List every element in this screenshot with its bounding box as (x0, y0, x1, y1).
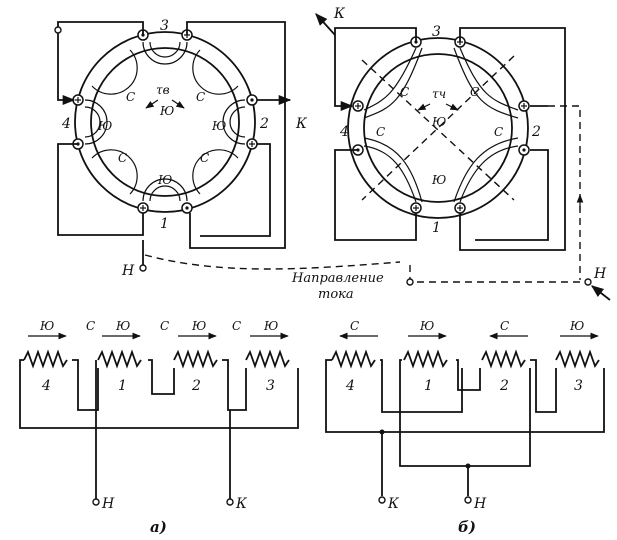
end-terminal-b: К (333, 6, 346, 22)
stator-ring-outer (74, 31, 256, 213)
coil-pole-b: Ю (419, 319, 434, 333)
coil-number-a: 2 (191, 378, 201, 394)
pole-label-b: С (376, 125, 385, 139)
schematic-a: Ю С Ю С Ю С Ю 4 1 2 3 Н К а) (19, 319, 299, 536)
caption-b: б) (458, 518, 476, 536)
coil-pole-a: Ю (263, 319, 278, 333)
coil-pole-a: Ю (191, 319, 206, 333)
connections-b (315, 13, 566, 251)
coil-pole-b: Ю (569, 319, 584, 333)
pole-label-a: С (196, 90, 205, 104)
center-pole-a: Ю (159, 104, 174, 118)
slot-number-a: 4 (61, 116, 71, 132)
pole-label-a: Ю (211, 119, 226, 133)
caption-a: а) (150, 518, 167, 536)
pole-label-a: Ю (97, 119, 112, 133)
start-terminal-b: Н (593, 266, 607, 282)
start-terminal-a: Н (121, 263, 135, 279)
end-terminal-a: К (295, 116, 308, 132)
connections-a (57, 21, 292, 265)
pole-label-a: Ю (157, 173, 172, 187)
coil-number-b: 1 (424, 378, 433, 394)
slot-number-b: 1 (432, 220, 441, 236)
pole-label-a: С (126, 90, 135, 104)
slot-number-b: 3 (432, 24, 441, 40)
ring-pole-b: Ю (431, 173, 446, 187)
bottom-start-b: Н (473, 496, 487, 512)
bottom-end-b: К (387, 496, 400, 512)
center-pole-b: Ю (431, 115, 446, 129)
stator-ring-inner-b (363, 53, 513, 203)
coil-number-a: 1 (118, 378, 127, 394)
coil-pole-b: С (500, 319, 509, 333)
coil-number-b: 3 (574, 378, 583, 394)
flux-lines-b (363, 47, 519, 203)
coil-number-b: 4 (345, 378, 355, 394)
stator-ring-inner (90, 47, 240, 197)
coil-pole-a: С (232, 319, 241, 333)
stator-ring-outer-b (347, 37, 529, 219)
pole-label-a: С (200, 151, 209, 165)
bottom-start-a: Н (101, 496, 115, 512)
coil-number-a: 3 (266, 378, 275, 394)
slot-number-a: 1 (160, 216, 169, 232)
current-direction-label: Направление (291, 271, 384, 286)
current-direction-path (144, 105, 584, 283)
pole-label-b: С (494, 125, 503, 139)
schematic-b: С Ю С Ю 4 1 2 3 К Н б) (325, 319, 605, 536)
slot-number-a: 2 (259, 116, 269, 132)
pole-label-b: С (400, 85, 409, 99)
coil-pole-a: С (160, 319, 169, 333)
slot-number-a: 3 (160, 18, 169, 34)
stator-diagram-a: τв Ю С С Ю Ю С С Ю 3 2 1 4 Н К (54, 18, 308, 279)
bottom-end-a: К (235, 496, 248, 512)
slot-number-b: 4 (339, 124, 349, 140)
coil-number-a: 4 (41, 378, 51, 394)
pole-label-b: С (470, 85, 479, 99)
stator-diagram-b: τч Ю С С С С Ю 3 2 1 4 К Н Направ (144, 6, 611, 302)
coil-pole-a: С (86, 319, 95, 333)
flux-lines-a (84, 41, 246, 202)
current-direction-label-2: тока (318, 287, 354, 302)
pitch-label-b: τч (432, 87, 446, 101)
pole-label-a: С (118, 151, 127, 165)
coil-pole-a: Ю (39, 319, 54, 333)
slot-number-b: 2 (531, 124, 541, 140)
pitch-label-a: τв (156, 83, 170, 97)
coil-number-b: 2 (499, 378, 509, 394)
coil-pole-b: С (350, 319, 359, 333)
coil-pole-a: Ю (115, 319, 130, 333)
